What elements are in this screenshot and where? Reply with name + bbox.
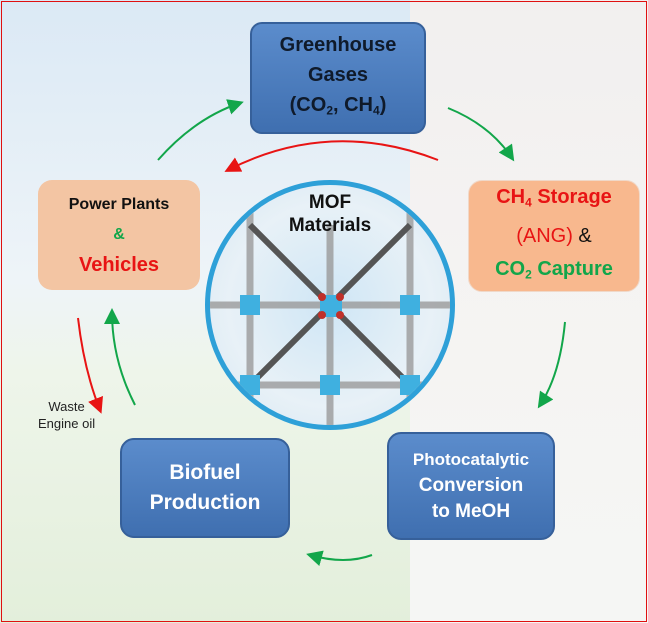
waste-oil-label: Waste Engine oil xyxy=(38,398,95,432)
power-vehicles: Vehicles xyxy=(78,254,160,276)
photo-line1: Photocatalytic xyxy=(412,450,530,469)
arrow-red-return xyxy=(224,140,439,172)
mof-lattice-image xyxy=(210,185,450,425)
photo-line2: Conversion xyxy=(418,475,524,496)
biofuel-box: Biofuel Production xyxy=(120,438,290,538)
arrow-storage-to-photo xyxy=(537,321,566,409)
arrow-greenhouse-to-storage xyxy=(447,107,515,162)
photocatalytic-box: Photocatalytic Conversion to MeOH xyxy=(387,432,555,540)
waste-line1: Waste xyxy=(48,399,85,414)
power-amp: & xyxy=(113,226,125,243)
arrow-power-to-greenhouse xyxy=(157,99,244,161)
arrow-waste-oil xyxy=(77,317,103,414)
greenhouse-formula: (CO2, CH4) xyxy=(289,94,387,118)
greenhouse-line2: Gases xyxy=(307,64,369,87)
waste-line2: Engine oil xyxy=(38,416,96,431)
greenhouse-gases-box: Greenhouse Gases (CO2, CH4) xyxy=(250,22,426,134)
mof-title: MOF xyxy=(308,192,352,213)
ang-line: (ANG) & xyxy=(516,224,592,247)
mof-subtitle: Materials xyxy=(288,215,372,236)
greenhouse-line1: Greenhouse xyxy=(279,34,397,57)
power-line1: Power Plants xyxy=(68,196,170,213)
power-plants-box: Power Plants & Vehicles xyxy=(38,180,200,290)
arrow-biofuel-to-power xyxy=(104,308,136,406)
biofuel-line1: Biofuel xyxy=(169,461,241,484)
arrow-photo-to-biofuel xyxy=(306,550,373,566)
co2-capture: CO2 Capture xyxy=(495,257,613,282)
photo-line3: to MeOH xyxy=(431,501,511,522)
ch4-storage: CH4 Storage xyxy=(496,185,612,210)
mof-structure-circle: MOF Materials xyxy=(205,180,455,430)
biofuel-line2: Production xyxy=(149,491,261,514)
storage-capture-box: CH4 Storage (ANG) & CO2 Capture xyxy=(468,180,640,292)
